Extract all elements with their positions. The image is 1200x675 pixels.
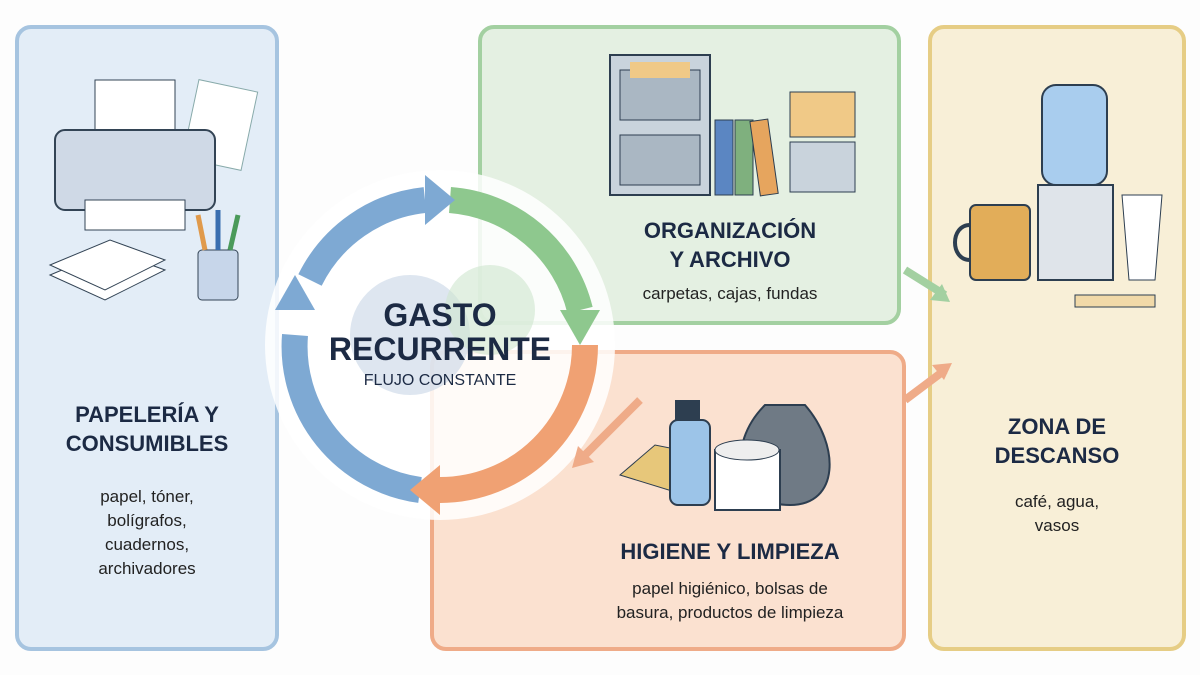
filing-cabinet-icon bbox=[609, 54, 856, 197]
title-line: DESCANSO bbox=[994, 443, 1120, 468]
hygiene-desc: papel higiénico, bolsas de basura, produ… bbox=[560, 577, 900, 625]
desc-line: café, agua, bbox=[1014, 492, 1100, 511]
gear-icon bbox=[445, 265, 535, 355]
center-subtitle: FLUJO CONSTANTE bbox=[363, 372, 517, 389]
water-cooler-icon bbox=[1037, 84, 1114, 281]
desc-line: basura, productos de limpieza bbox=[616, 603, 844, 622]
title-line: ZONA DE bbox=[1007, 414, 1107, 439]
toilet-paper-icon bbox=[714, 439, 781, 511]
title-line: GASTO bbox=[383, 297, 497, 333]
stationery-desc: papel, tóner, bolígrafos, cuadernos, arc… bbox=[20, 485, 274, 581]
gear-icon bbox=[350, 275, 470, 395]
organization-title: ORGANIZACIÓN Y ARCHIVO bbox=[600, 216, 860, 274]
title-line: PAPELERÍA Y bbox=[75, 402, 219, 427]
break-area-title: ZONA DE DESCANSO bbox=[935, 412, 1179, 470]
title-line: CONSUMIBLES bbox=[65, 431, 229, 456]
desc-line: archivadores bbox=[98, 559, 196, 578]
title-line: RECURRENTE bbox=[328, 331, 552, 367]
spray-bottle-icon bbox=[669, 400, 711, 506]
coffee-mug-icon bbox=[953, 204, 1031, 281]
boxes-icon bbox=[789, 91, 856, 193]
center-title: GASTO RECURRENTE bbox=[290, 298, 590, 366]
binders-icon bbox=[714, 118, 779, 197]
desc-line: vasos bbox=[1034, 516, 1080, 535]
desc-line: papel, tóner, bbox=[100, 487, 194, 506]
hygiene-title: HIGIENE Y LIMPIEZA bbox=[620, 539, 840, 564]
stationery-title: PAPELERÍA Y CONSUMIBLES bbox=[20, 400, 274, 458]
desc-line: cuadernos, bbox=[104, 535, 190, 554]
break-area-desc: café, agua, vasos bbox=[935, 490, 1179, 538]
sugar-packet-icon bbox=[1074, 294, 1156, 308]
organization-desc: carpetas, cajas, fundas bbox=[642, 284, 818, 303]
panel-break-area bbox=[928, 25, 1186, 651]
flow-arrows bbox=[572, 266, 952, 468]
pen-cup-icon bbox=[197, 249, 239, 301]
desc-line: bolígrafos, bbox=[107, 511, 187, 530]
cups-icon bbox=[1121, 194, 1163, 281]
desc-line: papel higiénico, bolsas de bbox=[632, 579, 828, 598]
title-line: ORGANIZACIÓN bbox=[643, 218, 817, 243]
title-line: Y ARCHIVO bbox=[669, 247, 791, 272]
cycle-arrows-icon bbox=[265, 170, 615, 520]
printer-icon bbox=[48, 79, 259, 301]
